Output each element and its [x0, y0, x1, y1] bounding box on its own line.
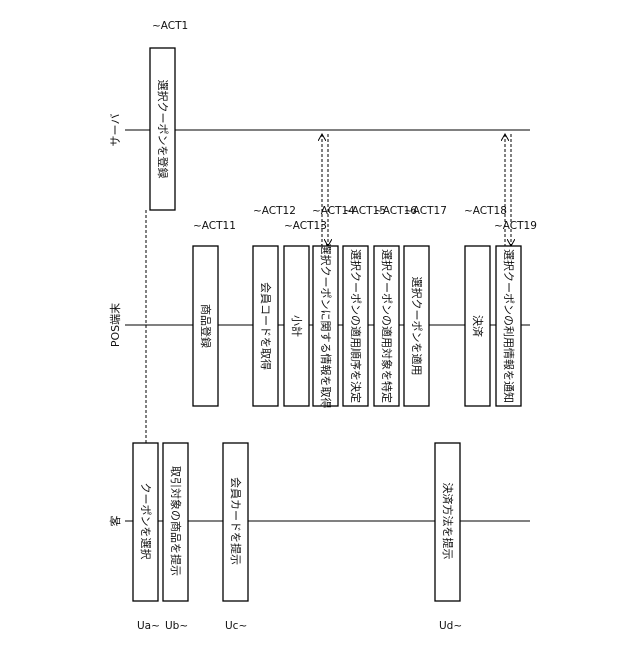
ud-label: 決済方法を提示: [441, 483, 455, 560]
customer-lane-label: 客: [108, 516, 122, 527]
act17-label: 選択クーポンを適用: [410, 277, 424, 376]
act19-tag: ~ACT19: [494, 220, 537, 232]
act18-tag: ~ACT18: [464, 205, 507, 217]
act11-tag: ~ACT11: [193, 220, 236, 232]
act13-label: 小計: [290, 315, 304, 337]
uc-tag: Uc~: [225, 620, 247, 632]
act1-tag: ~ACT1: [152, 20, 188, 32]
act15-label: 選択クーポンの適用順序を決定: [349, 249, 363, 403]
act17-tag: ~ACT17: [404, 205, 447, 217]
server-lane-label: サーバ: [109, 114, 122, 147]
pos-lane-label: POS端末: [108, 303, 122, 347]
ud-tag: Ud~: [439, 620, 462, 632]
act12-label: 会員コードを取得: [259, 282, 272, 370]
act16-label: 選択クーポンの適用対象を特定: [380, 249, 394, 403]
ua-label: クーポンを選択: [139, 483, 153, 560]
uc-label: 会員カードを提示: [229, 477, 242, 565]
act12-tag: ~ACT12: [253, 205, 296, 217]
act13-tag: ~ACT13: [284, 220, 327, 232]
act14-label: 選択クーポンに関する情報を取得: [319, 244, 333, 409]
act19-label: 選択クーポンの利用情報を通知: [502, 249, 516, 403]
ub-label: 取引対象の商品を提示: [169, 466, 183, 576]
act1-label: 選択クーポンを登録: [156, 80, 170, 179]
act18-label: 決済: [471, 315, 485, 337]
act11-label: 商品登録: [199, 304, 213, 348]
ua-tag: Ua~: [137, 620, 160, 632]
ub-tag: Ub~: [165, 620, 188, 632]
